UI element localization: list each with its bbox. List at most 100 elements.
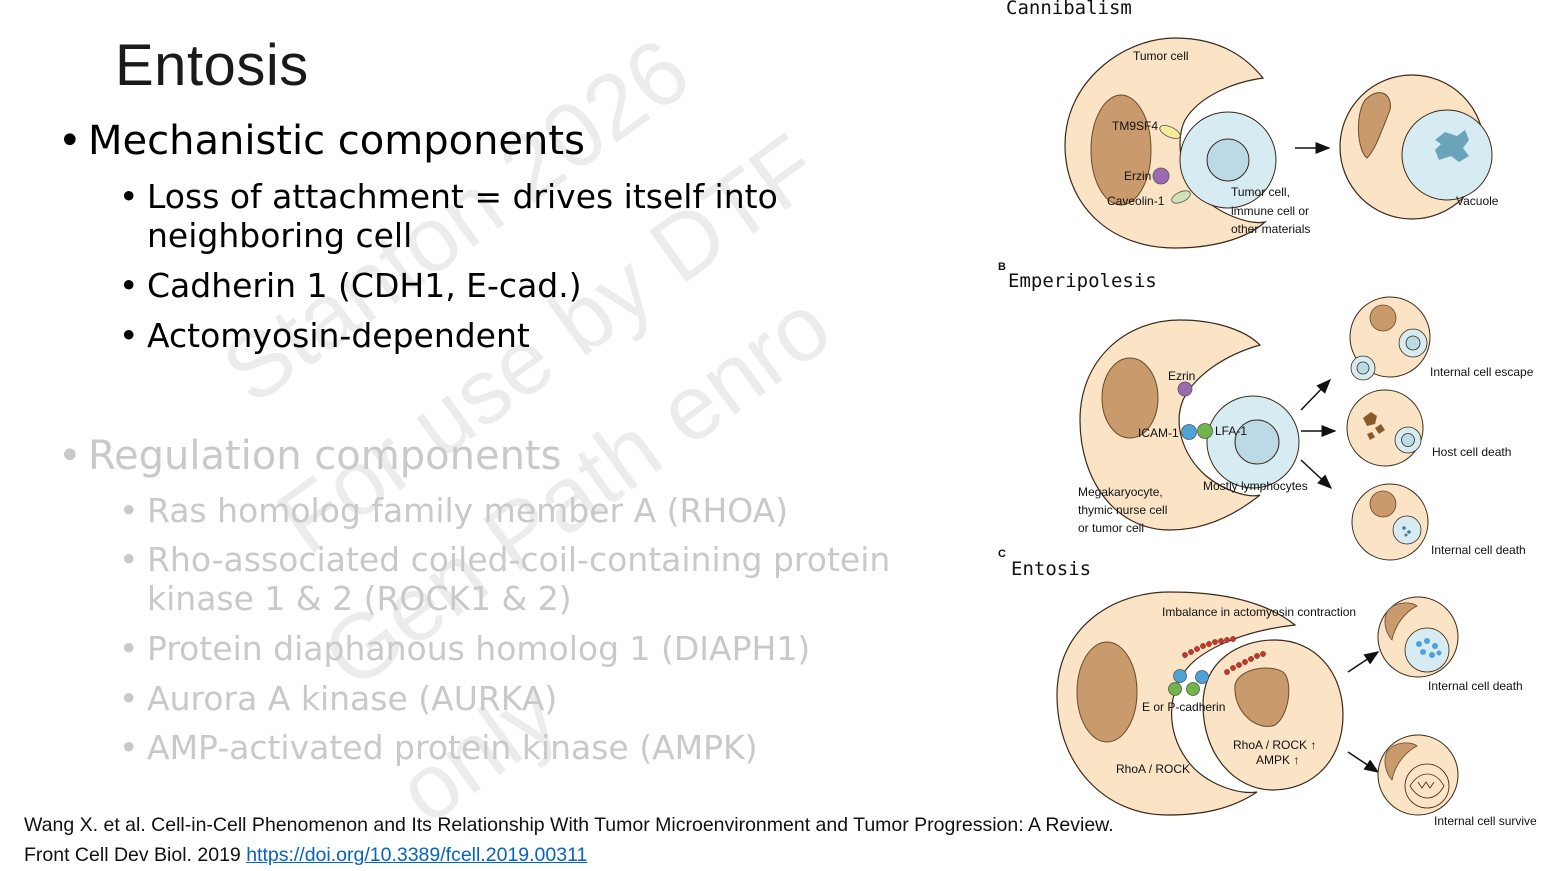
entotic-vacuole bbox=[1404, 627, 1450, 673]
label-ampk-up: AMPK ↑ bbox=[1256, 753, 1300, 767]
tm9sf4-marker bbox=[1159, 125, 1181, 139]
bullet-diaph1: • Protein diaphanous homolog 1 (DIAPH1) bbox=[119, 629, 811, 668]
cadherin-green-2 bbox=[1186, 682, 1200, 696]
entosis-host-nucleus bbox=[1076, 641, 1138, 743]
cadherin-blue-2 bbox=[1195, 670, 1209, 684]
bullet-list: • Mechanistic components • Loss of attac… bbox=[58, 118, 937, 767]
invading-nucleus bbox=[1234, 667, 1290, 727]
label-lfa1: LFA-1 bbox=[1215, 424, 1248, 438]
bullet-dot: • bbox=[58, 433, 82, 479]
label-target-1: Tumor cell, bbox=[1231, 185, 1290, 199]
host-nucleus bbox=[1090, 94, 1152, 206]
arrow-b-down bbox=[1300, 459, 1333, 490]
caveolin-marker bbox=[1171, 190, 1191, 204]
bullet-cadherin: • Cadherin 1 (CDH1, E-cad.) bbox=[119, 266, 582, 305]
label-tm9sf4: TM9SF4 bbox=[1112, 119, 1159, 133]
bullet-rock: • Rho-associated coiled-coil-containing … bbox=[119, 540, 937, 618]
label-ezrin: Ezrin bbox=[1168, 369, 1196, 383]
label-target-3: other materials bbox=[1231, 222, 1311, 236]
label-internal-death-b: Internal cell death bbox=[1431, 543, 1526, 557]
panel-c-entosis bbox=[1056, 591, 1459, 816]
bullet-dot: • bbox=[119, 491, 139, 530]
bullet-regulation: • Regulation components bbox=[58, 433, 562, 479]
label-tumor-cell: Tumor cell bbox=[1133, 49, 1189, 63]
bullet-dot: • bbox=[58, 118, 82, 164]
dividing-internal-cell bbox=[1404, 763, 1450, 809]
panel-b-title: Emperipolesis bbox=[1008, 270, 1157, 292]
panel-b-emperipolesis bbox=[1079, 296, 1431, 561]
entosis-survive-host-nucleus bbox=[1384, 742, 1418, 781]
actomyosin-chain-1 bbox=[1182, 636, 1236, 658]
bullet-dot: • bbox=[119, 266, 139, 305]
bullet-dot: • bbox=[119, 629, 139, 668]
bullet-dot: • bbox=[119, 177, 139, 216]
panel-a-title: Cannibalism bbox=[1006, 0, 1132, 19]
label-rhoa-rock: RhoA / ROCK bbox=[1116, 762, 1191, 776]
lfa1-marker bbox=[1197, 423, 1213, 439]
engulfed-nucleus bbox=[1206, 138, 1250, 182]
lymphocyte-nucleus bbox=[1234, 419, 1280, 465]
host-fragments bbox=[1363, 412, 1385, 440]
bullet-rhoa: • Ras homolog family member A (RHOA) bbox=[119, 491, 789, 530]
bullet-diaph1-label: Protein diaphanous homolog 1 (DIAPH1) bbox=[147, 629, 811, 668]
label-icam1: ICAM-1 bbox=[1138, 426, 1179, 440]
arrow-b-up bbox=[1300, 378, 1332, 411]
figure-drawing bbox=[1056, 37, 1493, 816]
bullet-mechanistic: • Mechanistic components bbox=[58, 118, 585, 164]
dying-internal bbox=[1392, 515, 1422, 545]
label-vacuole: Vacuole bbox=[1456, 194, 1499, 208]
surviving-internal-nucleus bbox=[1401, 433, 1415, 447]
result-nucleus bbox=[1357, 92, 1391, 159]
label-cadherin: E or P-cadherin bbox=[1142, 700, 1226, 714]
bullet-regulation-label: Regulation components bbox=[88, 433, 562, 479]
mitotic-spindle bbox=[1409, 773, 1445, 799]
label-host-3: or tumor cell bbox=[1078, 521, 1145, 535]
panel-c-letter: C bbox=[998, 548, 1006, 560]
bullet-mechanistic-label: Mechanistic components bbox=[88, 118, 585, 164]
escaped-cell-nucleus bbox=[1356, 361, 1370, 375]
label-host-1: Megakaryocyte, bbox=[1078, 485, 1163, 499]
label-erzin: Erzin bbox=[1124, 169, 1152, 183]
bullet-ampk: • AMP-activated protein kinase (AMPK) bbox=[119, 728, 758, 767]
bullet-cadherin-label: Cadherin 1 (CDH1, E-cad.) bbox=[147, 266, 582, 305]
label-lymphocytes: Mostly lymphocytes bbox=[1203, 479, 1308, 493]
label-internal-survive: Internal cell survive bbox=[1434, 814, 1537, 828]
cadherin-blue-1 bbox=[1173, 669, 1187, 683]
label-rhoa-rock-up: RhoA / ROCK ↑ bbox=[1233, 738, 1317, 752]
host-b-nucleus bbox=[1101, 357, 1159, 439]
bullet-dot: • bbox=[119, 316, 139, 355]
label-internal-escape: Internal cell escape bbox=[1430, 365, 1534, 379]
bullet-actomyosin: • Actomyosin-dependent bbox=[119, 316, 530, 355]
label-host-2: thymic nurse cell bbox=[1078, 503, 1168, 517]
actomyosin-chain-2 bbox=[1224, 651, 1266, 675]
outcome-escape-internal-nucleus bbox=[1405, 335, 1421, 351]
entotic-debris bbox=[1416, 638, 1442, 658]
outcome-escape-nucleus bbox=[1369, 304, 1397, 332]
label-imbalance: Imbalance in actomyosin contraction bbox=[1162, 605, 1357, 619]
doi-link[interactable]: https://doi.org/10.3389/fcell.2019.00311 bbox=[246, 844, 588, 866]
cadherin-green-1 bbox=[1168, 682, 1182, 696]
bullet-aurka-label: Aurora A kinase (AURKA) bbox=[147, 679, 558, 718]
bullet-dot: • bbox=[119, 540, 139, 579]
bullet-ampk-label: AMP-activated protein kinase (AMPK) bbox=[147, 728, 758, 767]
panel-a-cannibalism bbox=[1064, 37, 1493, 249]
arrow-c-up bbox=[1347, 651, 1380, 673]
bullet-loss-of-attachment: • Loss of attachment = drives itself int… bbox=[119, 177, 847, 255]
slide-title: Entosis bbox=[115, 33, 309, 98]
arrow-c-down bbox=[1347, 751, 1380, 773]
cell-in-cell-figure: Cannibalism Tumor cell TM9SF4 Erzin Cave… bbox=[995, 0, 1541, 871]
citation: Wang X. et al. Cell-in-Cell Phenomenon a… bbox=[24, 810, 1144, 870]
bullet-actomyosin-label: Actomyosin-dependent bbox=[147, 316, 530, 355]
erzin-marker bbox=[1152, 167, 1170, 185]
panel-c-title: Entosis bbox=[1011, 558, 1092, 580]
degraded-material bbox=[1435, 130, 1469, 162]
icam1-marker bbox=[1181, 424, 1197, 440]
bullet-aurka: • Aurora A kinase (AURKA) bbox=[119, 679, 558, 718]
outcome-death-nucleus bbox=[1369, 490, 1397, 518]
entosis-death-host-nucleus bbox=[1384, 602, 1418, 641]
citation-text: Wang X. et al. Cell-in-Cell Phenomenon a… bbox=[24, 814, 1114, 866]
label-host-death: Host cell death bbox=[1432, 445, 1512, 459]
label-caveolin: Caveolin-1 bbox=[1107, 194, 1165, 208]
bullet-rhoa-label: Ras homolog family member A (RHOA) bbox=[147, 491, 789, 530]
bullet-dot: • bbox=[119, 728, 139, 767]
